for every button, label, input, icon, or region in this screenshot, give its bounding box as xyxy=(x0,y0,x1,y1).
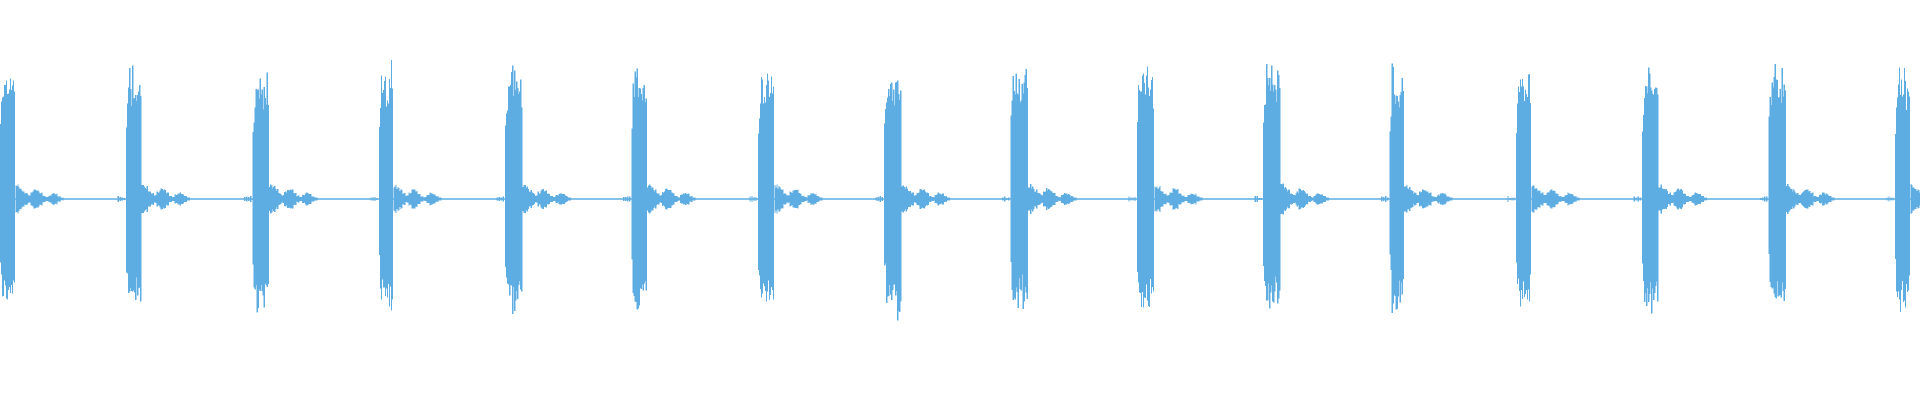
waveform-pulse-shape xyxy=(496,65,571,314)
waveform-pulse-shape xyxy=(1381,63,1453,314)
waveform-pulse xyxy=(244,72,318,313)
waveform-pulse xyxy=(496,65,571,314)
waveform-pulse xyxy=(1633,67,1707,314)
waveform-pulse xyxy=(1886,67,1920,312)
waveform-pulse xyxy=(0,78,64,300)
waveform-pulse xyxy=(623,68,696,310)
waveform-pulse xyxy=(117,65,190,302)
waveform-pulse-shape xyxy=(1254,63,1329,309)
waveform-pulse-shape xyxy=(623,68,696,310)
waveform-pulse-shape xyxy=(0,78,64,300)
waveform-pulse xyxy=(1254,63,1329,309)
waveform-pulse xyxy=(1128,66,1203,308)
waveform-pulse-shape xyxy=(1507,74,1580,307)
waveform-pulse xyxy=(875,80,950,321)
waveform-pulse-shape xyxy=(749,73,823,302)
waveform-pulse-shape xyxy=(1002,69,1077,309)
waveform-pulse xyxy=(1381,63,1453,314)
waveform-pulse-shape xyxy=(1633,67,1707,314)
waveform-pulse xyxy=(749,73,823,302)
waveform-pulse xyxy=(1507,74,1580,307)
waveform-pulses xyxy=(0,59,1920,321)
waveform-pulse-shape xyxy=(1886,67,1920,312)
waveform-pulse xyxy=(370,59,442,311)
waveform-pulse xyxy=(1760,63,1835,301)
waveform-pulse xyxy=(1002,69,1077,309)
waveform-pulse-shape xyxy=(1760,63,1835,301)
waveform-pulse-shape xyxy=(875,80,950,321)
waveform-pulse-shape xyxy=(244,72,318,313)
waveform-pulse-shape xyxy=(117,65,190,302)
waveform-pulse-shape xyxy=(370,59,442,311)
waveform-pulse-shape xyxy=(1128,66,1203,308)
